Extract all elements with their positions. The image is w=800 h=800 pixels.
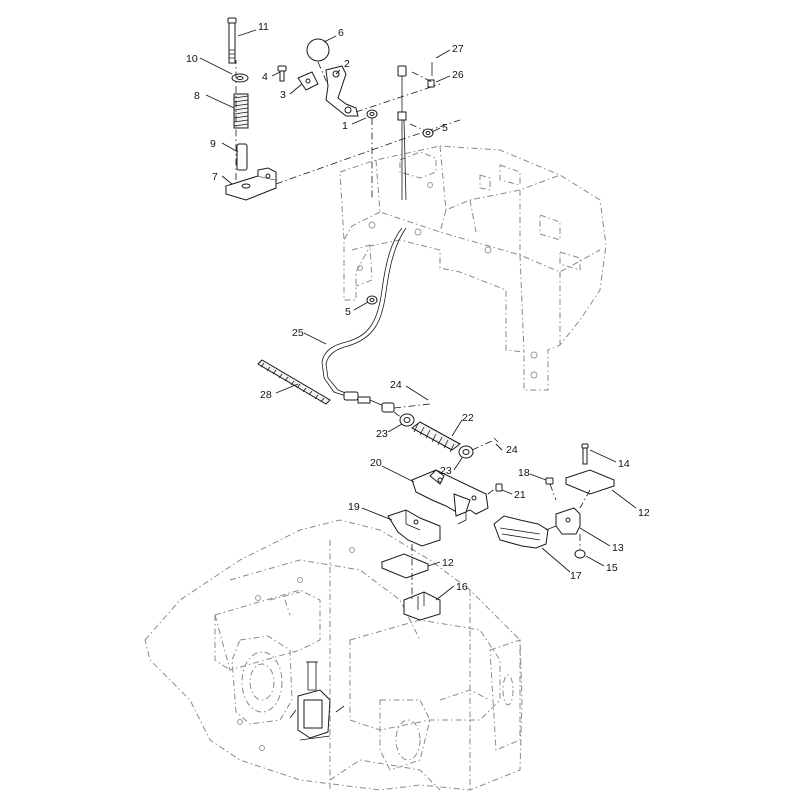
clip-26 xyxy=(427,79,435,88)
bracket-13 xyxy=(555,507,581,535)
callout-6: 6 xyxy=(338,27,344,39)
screw-21 xyxy=(487,483,503,495)
callout-labels: 11 10 8 9 7 6 4 3 2 1 27 26 5 5 25 28 24… xyxy=(186,21,650,593)
callout-2: 2 xyxy=(344,58,350,70)
callout-27: 27 xyxy=(452,43,464,55)
washer-10 xyxy=(231,73,249,83)
callout-3: 3 xyxy=(280,89,286,101)
nut-5-upper xyxy=(422,128,434,138)
bracket-16 xyxy=(403,591,441,621)
alignment-line xyxy=(275,119,461,185)
callout-15: 15 xyxy=(606,562,618,574)
callout-23-lower: 23 xyxy=(440,465,452,477)
callout-28: 28 xyxy=(260,389,272,401)
bracket-3 xyxy=(297,71,319,91)
alignment-line xyxy=(411,71,433,83)
threaded-rod-28 xyxy=(257,359,331,405)
bolt-4 xyxy=(277,65,287,82)
screw-18 xyxy=(545,477,557,501)
cable-fittings xyxy=(369,399,431,427)
callout-20: 20 xyxy=(370,457,382,469)
bolt-11 xyxy=(227,17,237,64)
callout-22: 22 xyxy=(462,412,474,424)
nut-15 xyxy=(574,549,586,559)
callout-7: 7 xyxy=(212,171,218,183)
lower-frame-pivot-detail xyxy=(289,661,345,741)
spacer-9 xyxy=(236,143,248,171)
callout-23-upper: 23 xyxy=(376,428,388,440)
callout-16: 16 xyxy=(456,581,468,593)
bolt-14 xyxy=(581,443,589,465)
callout-19: 19 xyxy=(348,501,360,513)
callout-8: 8 xyxy=(194,90,200,102)
leader-lines xyxy=(199,29,637,601)
callout-1: 1 xyxy=(342,120,348,132)
callout-18: 18 xyxy=(518,467,530,479)
lever-2 xyxy=(325,65,359,117)
spring-end-23 xyxy=(458,437,499,459)
callout-5-upper: 5 xyxy=(442,122,448,134)
plate-12-upper xyxy=(564,469,616,495)
callout-12-upper: 12 xyxy=(638,507,650,519)
callout-11: 11 xyxy=(258,21,269,33)
callout-10: 10 xyxy=(186,53,198,65)
pedal-17 xyxy=(493,515,557,549)
upper-frame-phantom xyxy=(339,145,607,391)
spring-8 xyxy=(233,93,249,129)
bracket-7 xyxy=(224,167,278,201)
callout-12-lower: 12 xyxy=(442,557,454,569)
callout-9: 9 xyxy=(210,138,216,150)
cable-25 xyxy=(321,227,407,404)
bracket-19 xyxy=(387,509,441,547)
alignment-line xyxy=(409,123,425,131)
knob-6 xyxy=(306,38,330,62)
callout-4: 4 xyxy=(262,71,268,83)
callout-25: 25 xyxy=(292,327,304,339)
callout-5-lower: 5 xyxy=(345,306,351,318)
spring-22 xyxy=(411,421,461,453)
nut-5-lower xyxy=(366,295,378,305)
callout-13: 13 xyxy=(612,542,624,554)
bracket-20 xyxy=(411,469,489,525)
alignment-line xyxy=(355,83,441,113)
callout-24-upper: 24 xyxy=(390,379,402,391)
callout-17: 17 xyxy=(570,570,582,582)
callout-26: 26 xyxy=(452,69,464,81)
alignment-line xyxy=(579,489,591,509)
lower-frame-phantom xyxy=(144,519,523,791)
cable-upper-end xyxy=(397,65,407,201)
callout-24-lower: 24 xyxy=(506,444,518,456)
nut-1 xyxy=(366,109,378,119)
callout-14: 14 xyxy=(618,458,630,470)
plate-12-lower xyxy=(380,553,430,579)
callout-21: 21 xyxy=(514,489,526,501)
